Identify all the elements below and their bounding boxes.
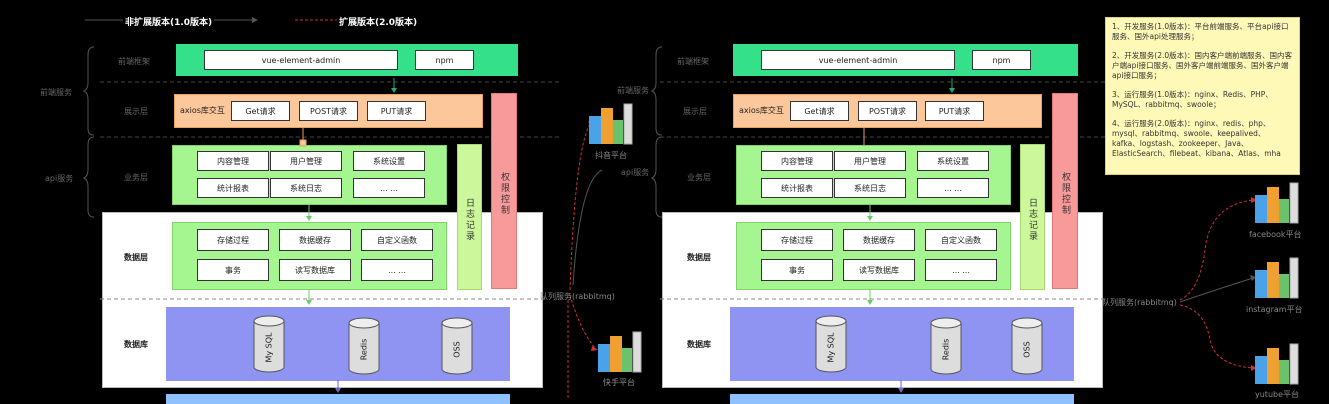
data-cache-box: 数据缓存: [279, 229, 351, 251]
layer-data: 数据层: [687, 253, 711, 262]
business-content-box: 内容管理: [761, 151, 833, 171]
log-bar-label: 日志记录: [464, 198, 474, 242]
layer-arrows: [299, 78, 397, 393]
auth-bar-label: 权限控制: [499, 172, 509, 216]
business-content-box: 内容管理: [197, 151, 269, 171]
data-more-box: ... ...: [925, 259, 997, 281]
framework-npm-box: npm: [415, 50, 474, 70]
db-oss-label: OSS: [452, 340, 462, 358]
display-put-box: PUT请求: [367, 101, 426, 121]
flow-lines-v2: [1179, 197, 1257, 371]
display-axios-label: axios库交互: [180, 106, 225, 115]
business-more-box: ... ...: [917, 178, 989, 198]
legend-v1: 非扩展版本(1.0版本): [123, 15, 215, 28]
business-settings-box: 系统设置: [353, 151, 425, 171]
db-mysql-icon: My SQL: [254, 322, 284, 372]
business-more-box: ... ...: [353, 178, 425, 198]
data-cache-box: 数据缓存: [843, 229, 915, 251]
db-oss-icon: OSS: [1012, 324, 1042, 374]
auth-bar: [1052, 93, 1078, 289]
db-mysql-label: My SQL: [264, 331, 274, 363]
db-mysql-label: My SQL: [826, 331, 836, 363]
note-item-2: 2、开发服务(2.0版本)：国内客户端前端服务、国内客户端api接口服务、国外客…: [1112, 51, 1293, 80]
auth-bar: [491, 93, 517, 289]
log-bar-label: 日志记录: [1027, 198, 1037, 242]
data-rw-box: 读写数据库: [843, 259, 915, 281]
data-func-box: 自定义函数: [925, 229, 997, 251]
display-axios-label: axios库交互: [739, 106, 784, 115]
platform-facebook: facebook平台: [1249, 230, 1302, 239]
db-oss-label: OSS: [1022, 340, 1032, 358]
group-api: api服务: [45, 173, 74, 184]
building-icon: [598, 331, 642, 373]
business-user-box: 用户管理: [270, 151, 342, 171]
layer-database: 数据库: [687, 340, 711, 349]
group-brackets: [650, 46, 663, 218]
database-cylinders: [253, 315, 473, 375]
building-icon: [1255, 343, 1299, 385]
db-mysql-icon: My SQL: [816, 322, 846, 372]
group-brackets: [82, 46, 95, 218]
building-icon: [1255, 182, 1299, 224]
display-post-box: POST请求: [858, 101, 917, 121]
display-get-box: Get请求: [790, 101, 849, 121]
data-rw-box: 读写数据库: [279, 259, 351, 281]
layer-data: 数据层: [124, 253, 148, 262]
notes-card: 1、开发服务(1.0版本)：平台前端服务、平台api接口服务、国外api处理服务…: [1105, 17, 1300, 175]
queue-label-v2: 队列服务(rabbitmq): [1102, 298, 1177, 307]
queue-label-v1: 队列服务(rabbitmq): [540, 292, 615, 301]
business-user-box: 用户管理: [834, 151, 906, 171]
legend-v2: 扩展版本(2.0版本): [337, 15, 420, 28]
business-settings-box: 系统设置: [917, 151, 989, 171]
platform-youtube: yutube平台: [1255, 390, 1300, 399]
group-api: api服务: [621, 167, 650, 178]
platform-instagram: instagram平台: [1246, 305, 1303, 314]
note-item-3: 3、运行服务(1.0版本)：nginx、Redis、PHP、MySQL、rabb…: [1112, 90, 1273, 109]
business-log-box: 系统日志: [834, 178, 906, 198]
layer-business: 业务层: [687, 173, 711, 182]
framework-vue-box: vue-element-admin: [761, 50, 955, 70]
building-icon: [589, 103, 633, 145]
note-item-1: 1、开发服务(1.0版本)：平台前端服务、平台api接口服务、国外api处理服务…: [1112, 22, 1289, 41]
data-proc-box: 存储过程: [761, 229, 833, 251]
business-stats-box: 统计报表: [197, 178, 269, 198]
database-cylinders: [815, 315, 1043, 375]
flow-lines-v1: [567, 120, 603, 400]
layer-business: 业务层: [124, 173, 148, 182]
data-tx-box: 事务: [197, 259, 269, 281]
platform-douyin: 抖音平台: [595, 151, 627, 160]
data-tx-box: 事务: [761, 259, 833, 281]
building-icon: [1255, 257, 1299, 299]
business-stats-box: 统计报表: [761, 178, 833, 198]
framework-vue-box: vue-element-admin: [204, 50, 398, 70]
layer-display: 展示层: [683, 107, 707, 116]
platform-kuaishou: 快手平台: [603, 378, 635, 387]
group-frontend: 前端服务: [617, 85, 649, 96]
display-get-box: Get请求: [231, 101, 290, 121]
display-post-box: POST请求: [299, 101, 358, 121]
data-proc-box: 存储过程: [197, 229, 269, 251]
db-oss-icon: OSS: [442, 324, 472, 374]
business-log-box: 系统日志: [270, 178, 342, 198]
layer-framework: 前端框架: [677, 57, 709, 66]
layer-display: 展示层: [124, 107, 148, 116]
log-bar: [1020, 144, 1045, 290]
note-item-4: 4、运行服务(2.0版本)：nginx、redis、php、mysql、rabb…: [1112, 119, 1281, 158]
group-frontend: 前端服务: [40, 87, 72, 98]
layer-arrows: [863, 78, 955, 393]
log-bar: [457, 144, 482, 290]
layer-framework: 前端框架: [118, 57, 150, 66]
framework-npm-box: npm: [972, 50, 1031, 70]
display-put-box: PUT请求: [925, 101, 984, 121]
bottom-bar: [730, 394, 1074, 404]
auth-bar-label: 权限控制: [1060, 172, 1070, 216]
data-func-box: 自定义函数: [361, 229, 433, 251]
bottom-bar: [166, 394, 510, 404]
data-more-box: ... ...: [361, 259, 433, 281]
layer-database: 数据库: [124, 340, 148, 349]
